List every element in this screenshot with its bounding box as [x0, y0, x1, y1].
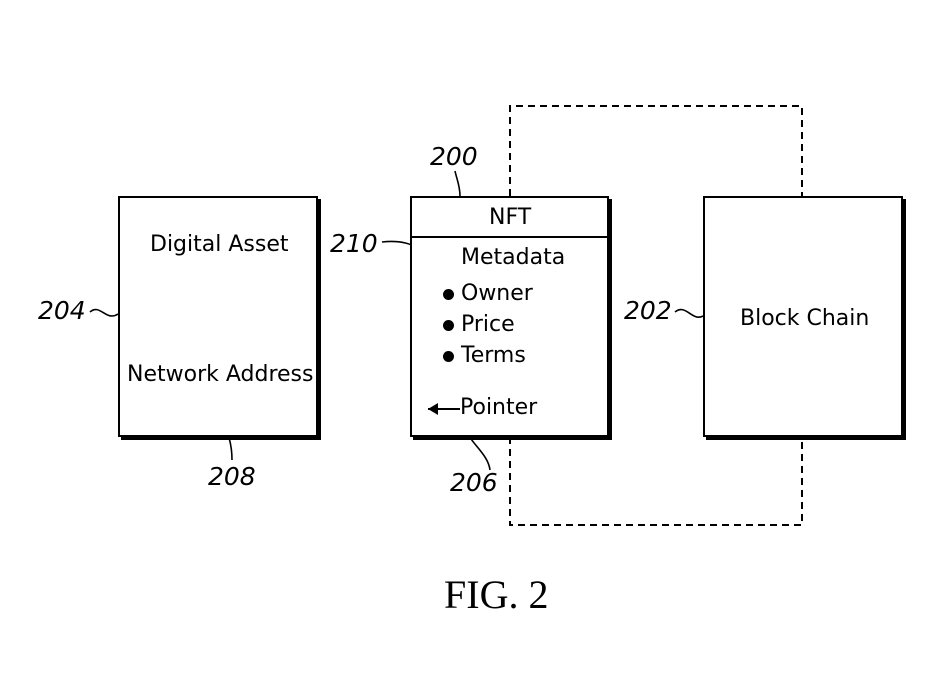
bullet-dot-terms: [443, 351, 454, 362]
bullet-dot-owner: [443, 289, 454, 300]
ref-208: 208: [208, 462, 256, 491]
bullet-terms: Terms: [461, 343, 526, 368]
network-address-label: Network Address: [127, 362, 314, 387]
ref-206: 206: [450, 468, 498, 497]
bullet-dot-price: [443, 320, 454, 331]
leader-204: [89, 308, 119, 317]
ref-204: 204: [38, 296, 86, 325]
ref-202: 202: [624, 296, 672, 325]
leader-202: [674, 308, 704, 318]
digital-asset-title: Digital Asset: [150, 232, 289, 257]
figure-caption: FIG. 2: [444, 572, 549, 617]
pointer-label: Pointer: [460, 395, 538, 420]
block-chain-label: Block Chain: [740, 306, 870, 331]
ref-200: 200: [430, 142, 478, 171]
digital-asset-box: Digital Asset Network Address: [118, 196, 318, 437]
block-chain-box: Block Chain: [703, 196, 903, 437]
bullet-owner: Owner: [461, 281, 533, 306]
nft-box: NFT Metadata Owner Price Terms Pointer: [410, 196, 609, 437]
bullet-price: Price: [461, 312, 515, 337]
dashed-link-bottom: [509, 437, 803, 526]
dashed-link-top: [509, 105, 803, 196]
ref-210: 210: [330, 229, 378, 258]
nft-header: NFT: [412, 198, 607, 238]
nft-header-label: NFT: [489, 205, 532, 230]
leader-200: [454, 170, 461, 197]
metadata-label: Metadata: [461, 245, 566, 270]
pointer-arrow-icon: [428, 403, 460, 415]
